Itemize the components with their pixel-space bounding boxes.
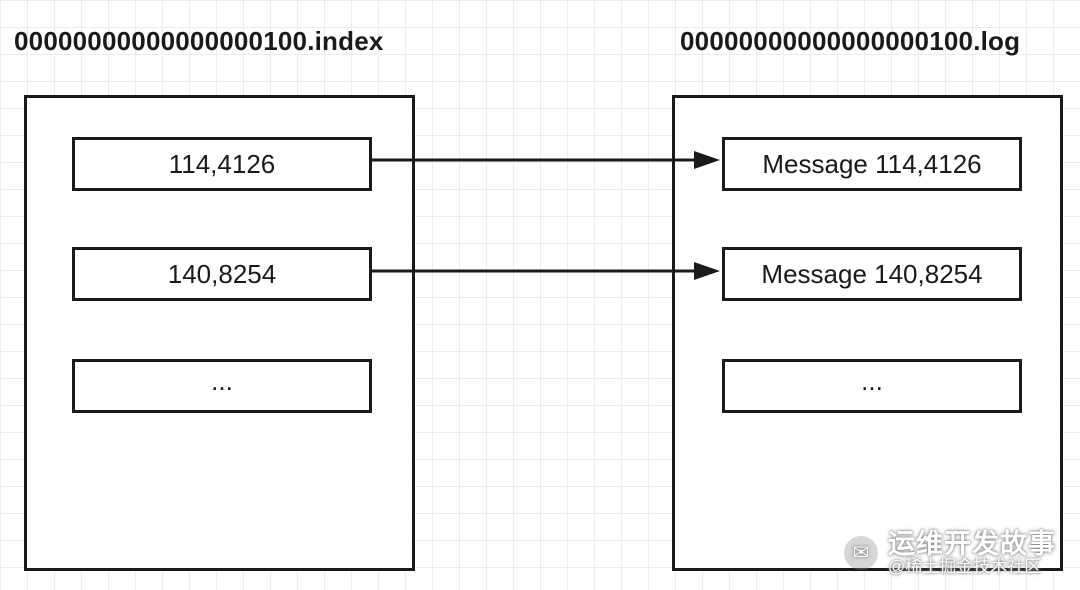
wechat-icon: ✉ <box>844 535 878 570</box>
index-file-box: 114,4126 140,8254 ... <box>24 95 415 571</box>
arrow-entry-2 <box>370 262 720 280</box>
watermark-account-name: 运维开发故事 <box>888 528 1056 559</box>
log-entry-ellipsis: ... <box>722 359 1022 413</box>
index-entry-1: 114,4126 <box>72 137 372 191</box>
index-entry-2: 140,8254 <box>72 247 372 301</box>
index-entry-ellipsis: ... <box>72 359 372 413</box>
log-file-box: Message 114,4126 Message 140,8254 ... <box>672 95 1063 571</box>
watermark: ✉ 运维开发故事 @稀土掘金技术社区 <box>844 528 1056 577</box>
watermark-source: @稀土掘金技术社区 <box>888 557 1042 577</box>
arrow-entry-1 <box>370 151 720 169</box>
log-file-title: 00000000000000000100.log <box>680 26 1021 56</box>
index-file-title: 00000000000000000100.index <box>14 26 384 56</box>
log-entry-1: Message 114,4126 <box>722 137 1022 191</box>
log-entry-2: Message 140,8254 <box>722 247 1022 301</box>
